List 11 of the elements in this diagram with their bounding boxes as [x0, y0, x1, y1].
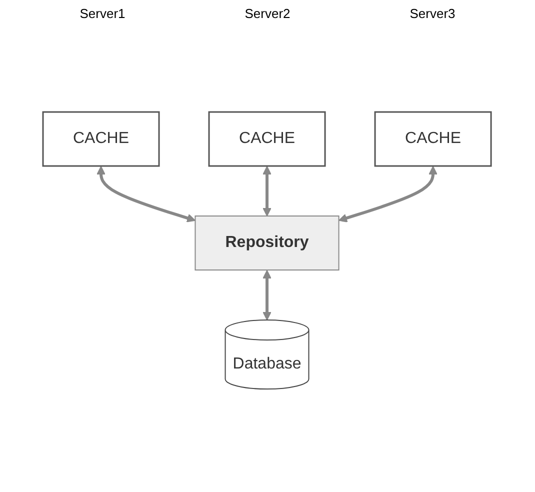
server-label: Server2	[244, 6, 290, 21]
arrow	[263, 166, 272, 217]
arrow	[97, 166, 196, 223]
server-label: Server1	[80, 6, 126, 21]
node-box: CACHE	[42, 112, 160, 168]
node-box: CACHE	[374, 112, 492, 168]
node-box: CACHE	[208, 112, 326, 168]
node-box: Repository	[195, 216, 340, 271]
server-label: Server3	[410, 6, 456, 21]
arrow	[338, 166, 438, 223]
arrow	[263, 270, 272, 321]
